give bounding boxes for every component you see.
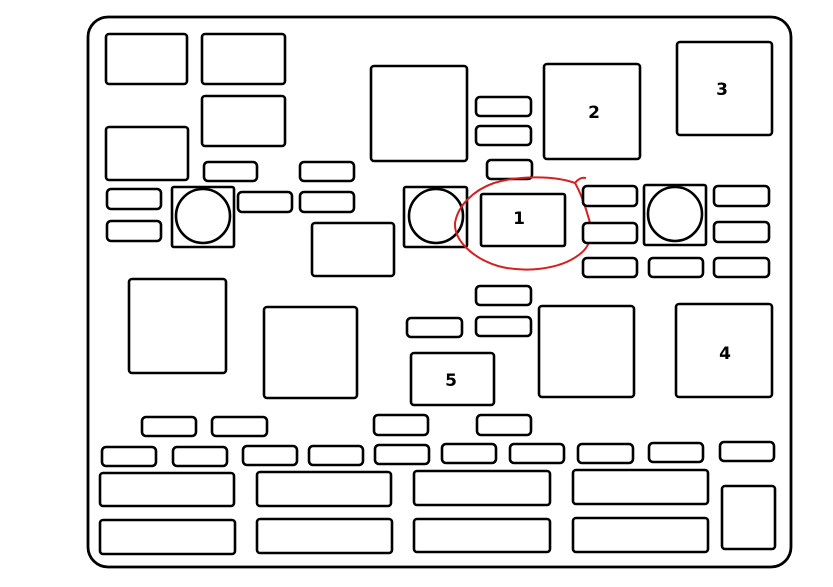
fuse-slot [202, 160, 259, 183]
relay-block [200, 32, 287, 86]
cartridge-fuse [571, 468, 710, 506]
round-connector [407, 187, 465, 245]
cartridge-fuse [98, 518, 237, 556]
relay-4-label: 4 [719, 344, 731, 364]
fuse-slot [474, 124, 533, 147]
fuse-slot [440, 442, 498, 465]
cartridge-fuse [571, 516, 710, 554]
fuse-slot [307, 444, 365, 467]
cartridge-fuse [98, 471, 236, 508]
fuse-slot [718, 440, 776, 463]
relay-1-label: 1 [513, 209, 525, 229]
fuse-slot [647, 256, 705, 279]
relay-3-label: 3 [716, 80, 728, 100]
cartridge-fuse [412, 517, 552, 554]
fuse-slot [373, 443, 431, 466]
fuse-slot [210, 415, 269, 438]
relay-2-label: 2 [588, 103, 600, 123]
relay-block [537, 304, 636, 399]
fuse-slot [712, 220, 771, 244]
relay-block [369, 64, 469, 163]
fuse-slot [105, 187, 163, 211]
round-connector [646, 185, 704, 243]
fuse-slot [485, 158, 534, 181]
fuse-slot [474, 284, 533, 307]
fuse-slot [405, 316, 464, 339]
relay-3 [675, 40, 774, 137]
relay-5 [409, 351, 496, 407]
fuse-slot [576, 442, 635, 465]
relay-1 [479, 192, 567, 248]
relay-block [262, 305, 359, 400]
relay-4 [674, 302, 774, 399]
relay-2 [542, 62, 642, 161]
fuse-slot [140, 415, 198, 438]
fuse-slot [581, 184, 639, 208]
fuse-slot [171, 445, 229, 468]
cartridge-fuse [255, 470, 393, 508]
fuse-slot [712, 184, 771, 208]
fuse-slot [475, 413, 533, 437]
red-circle-highlight [453, 176, 592, 271]
fuse-slot [581, 256, 639, 279]
relay-block [310, 221, 396, 278]
relay-block [720, 484, 777, 551]
fuse-slot [712, 256, 771, 279]
fuse-slot [474, 95, 533, 118]
relay-block [127, 277, 228, 375]
fuse-slot [241, 444, 299, 467]
fuse-slot [298, 190, 356, 214]
relay-block [200, 94, 287, 148]
fuse-slot [100, 445, 158, 468]
relay-5-label: 5 [445, 371, 457, 391]
fuse-slot [105, 219, 163, 243]
fuse-slot [372, 413, 430, 437]
round-connector [174, 187, 232, 245]
cartridge-fuse [255, 517, 394, 555]
fuse-slot [647, 441, 705, 464]
fuse-slot [474, 315, 533, 338]
relay-block [104, 125, 190, 182]
fuse-slot [236, 190, 294, 214]
relay-block [104, 32, 189, 86]
cartridge-fuse [412, 469, 552, 507]
fuse-slot [298, 160, 356, 183]
fuse-slot [508, 442, 566, 465]
fuse-box-outline [86, 15, 793, 569]
fuse-slot [581, 221, 639, 245]
